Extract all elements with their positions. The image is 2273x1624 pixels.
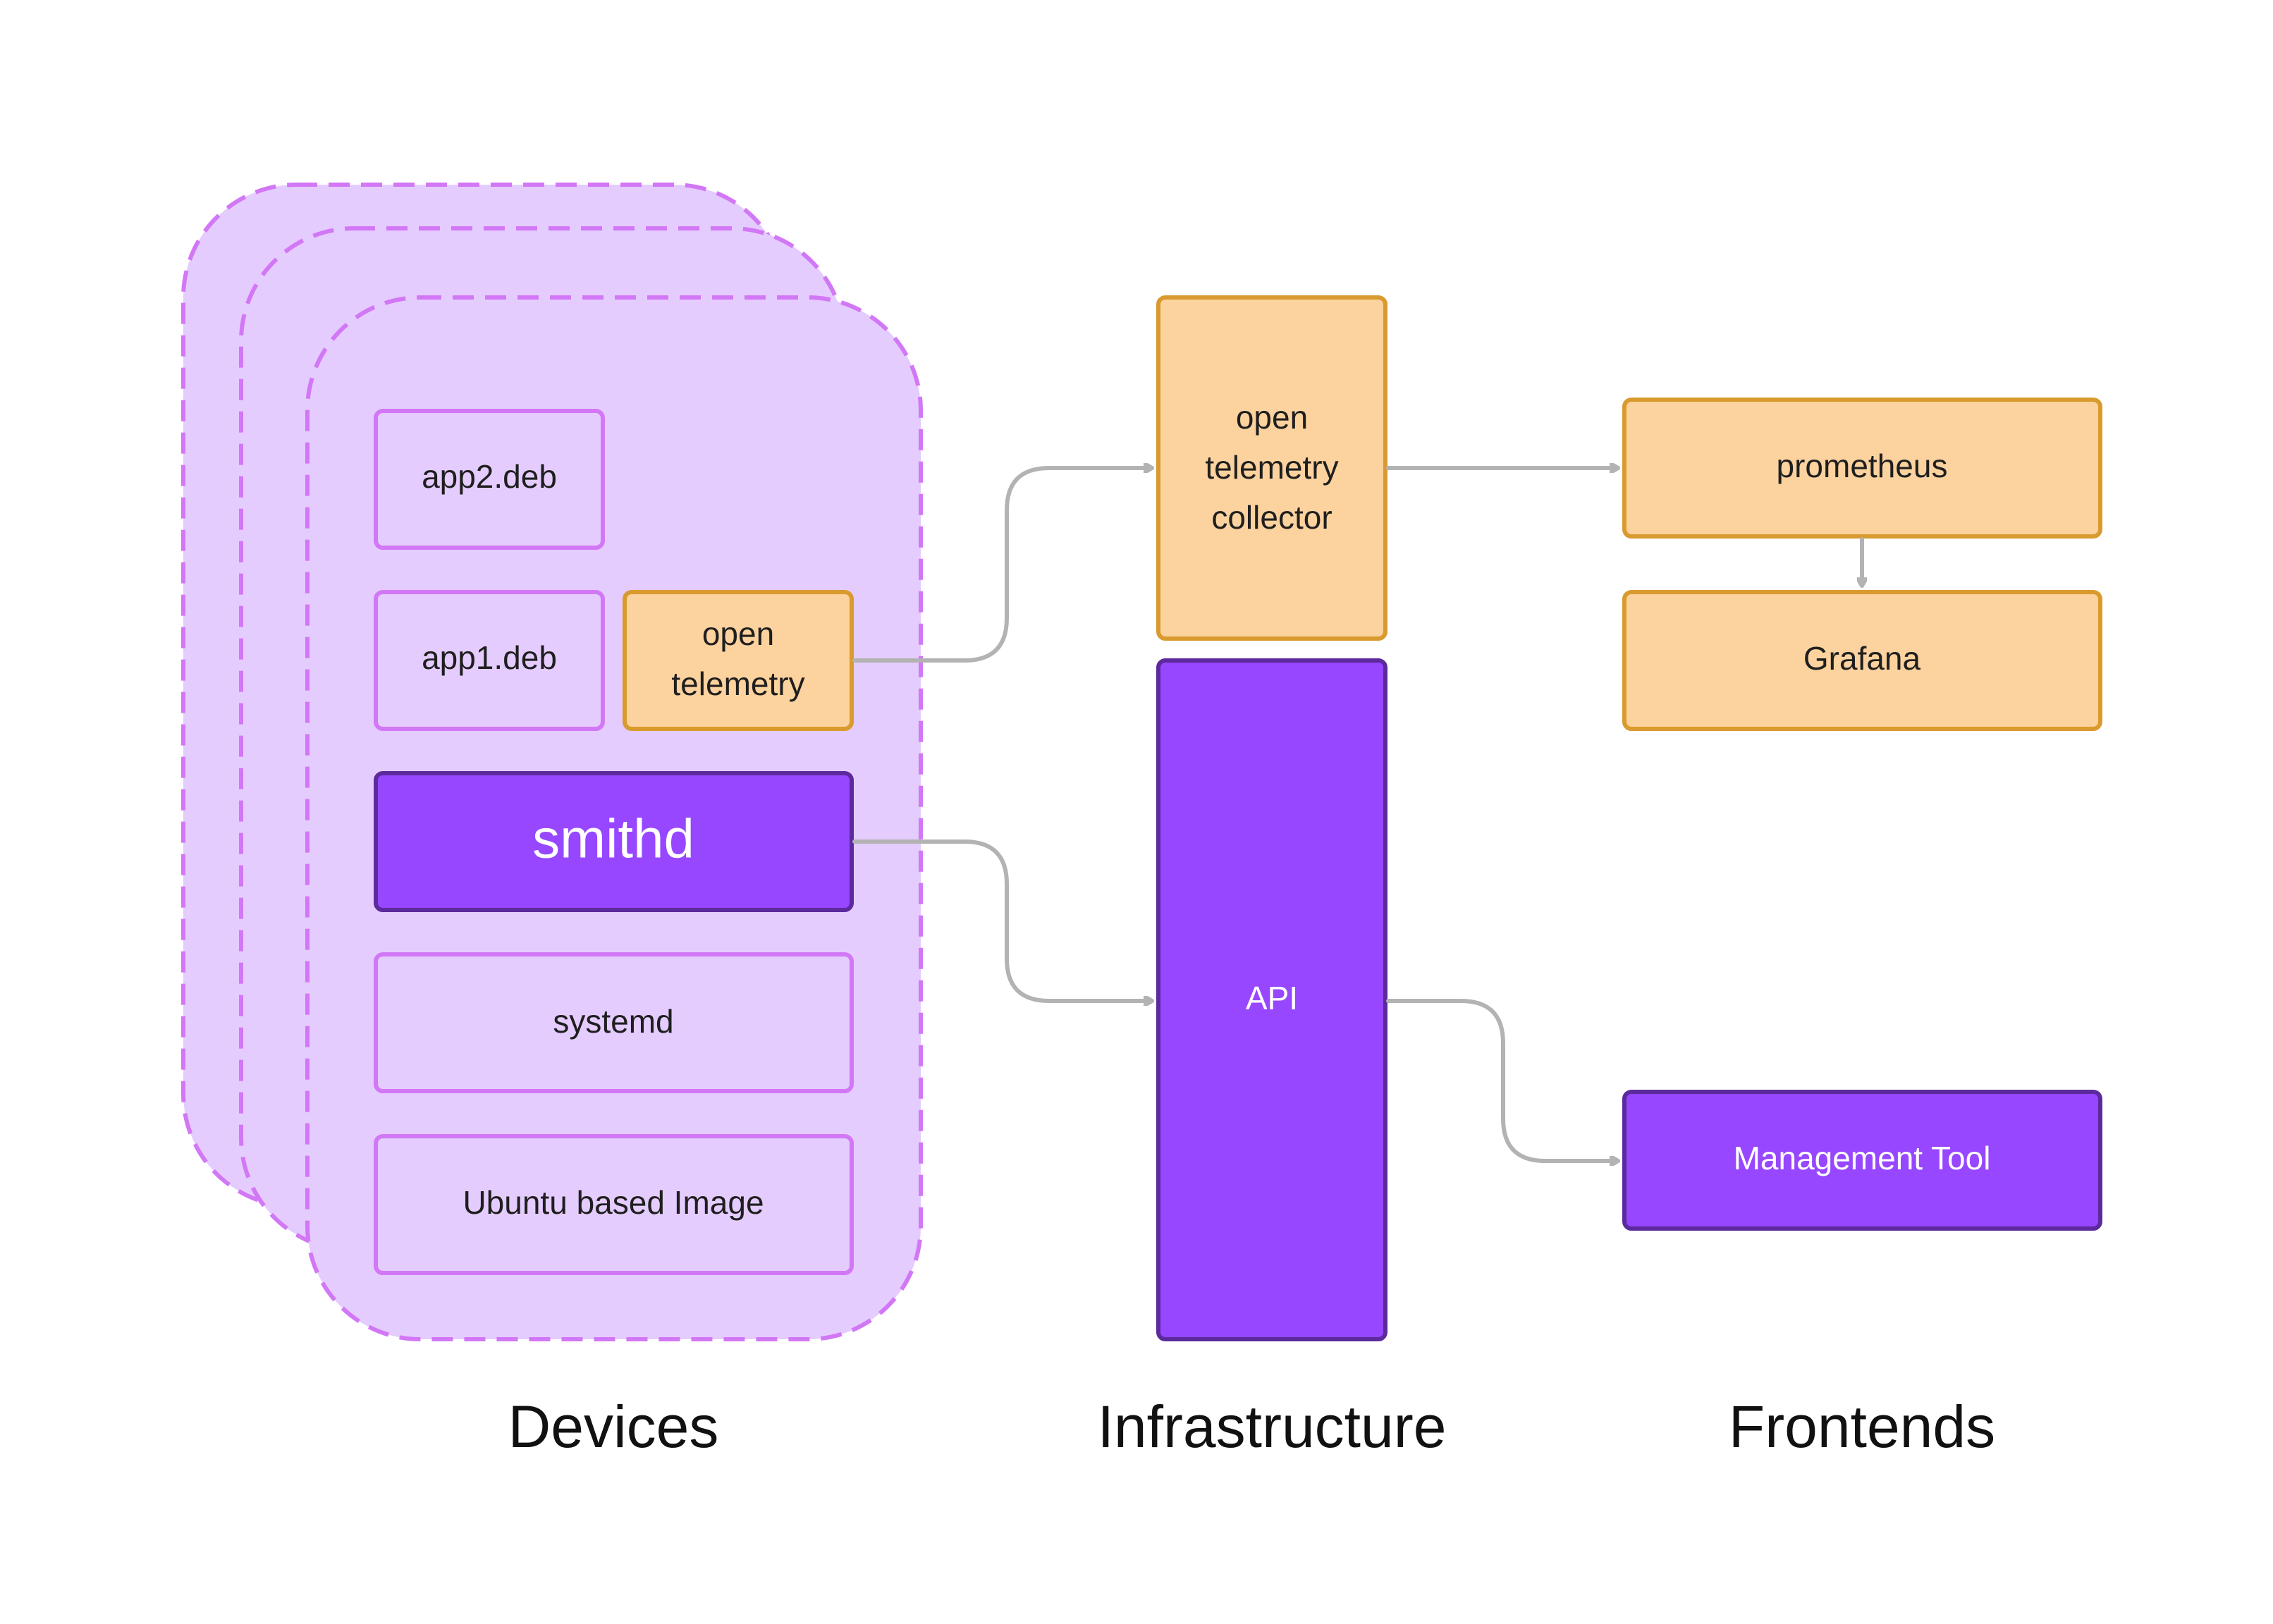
api-label: API <box>1246 980 1298 1016</box>
app2-deb-box[interactable]: app2.deb <box>374 409 605 550</box>
smithd-box[interactable]: smithd <box>374 771 854 912</box>
infrastructure-section-label: Infrastructure <box>1098 1394 1447 1460</box>
api-box[interactable]: API <box>1156 658 1387 1341</box>
frontend-components: prometheus Grafana Management Tool <box>1622 398 2102 1231</box>
device-components: app2.deb app1.deb open telemetry smithd … <box>374 409 854 1275</box>
systemd-label: systemd <box>553 1003 673 1040</box>
prometheus-label: prometheus <box>1777 448 1948 484</box>
app2-deb-label: app2.deb <box>422 458 557 495</box>
smithd-to-api-arrow <box>852 839 1154 1001</box>
devices-section-label: Devices <box>508 1394 719 1460</box>
api-to-management-arrow <box>1386 999 1620 1161</box>
open-telemetry-agent-line-1: open <box>702 615 774 652</box>
grafana-box[interactable]: Grafana <box>1622 590 2102 731</box>
open-telemetry-collector-box[interactable]: open telemetry collector <box>1156 295 1387 641</box>
infrastructure-components: open telemetry collector API <box>1156 295 1387 1341</box>
grafana-label: Grafana <box>1803 640 1921 677</box>
ubuntu-image-label: Ubuntu based Image <box>462 1184 764 1221</box>
management-tool-label: Management Tool <box>1734 1140 1991 1176</box>
systemd-box[interactable]: systemd <box>374 952 854 1093</box>
connectors <box>852 468 1862 1161</box>
management-tool-box[interactable]: Management Tool <box>1622 1090 2102 1231</box>
open-telemetry-agent-box[interactable]: open telemetry <box>623 590 854 731</box>
app1-deb-box[interactable]: app1.deb <box>374 590 605 731</box>
open-telemetry-agent-line-2: telemetry <box>671 665 804 702</box>
collector-line-1: open <box>1236 399 1308 436</box>
frontends-section-label: Frontends <box>1729 1394 1995 1460</box>
section-labels: Devices Infrastructure Frontends <box>508 1394 1995 1460</box>
prometheus-box[interactable]: prometheus <box>1622 398 2102 539</box>
collector-line-3: collector <box>1211 499 1332 536</box>
collector-line-2: telemetry <box>1205 449 1338 486</box>
otel-to-collector-arrow <box>852 468 1154 663</box>
smithd-label: smithd <box>532 808 694 870</box>
app1-deb-label: app1.deb <box>422 639 557 676</box>
ubuntu-image-box[interactable]: Ubuntu based Image <box>374 1134 854 1275</box>
